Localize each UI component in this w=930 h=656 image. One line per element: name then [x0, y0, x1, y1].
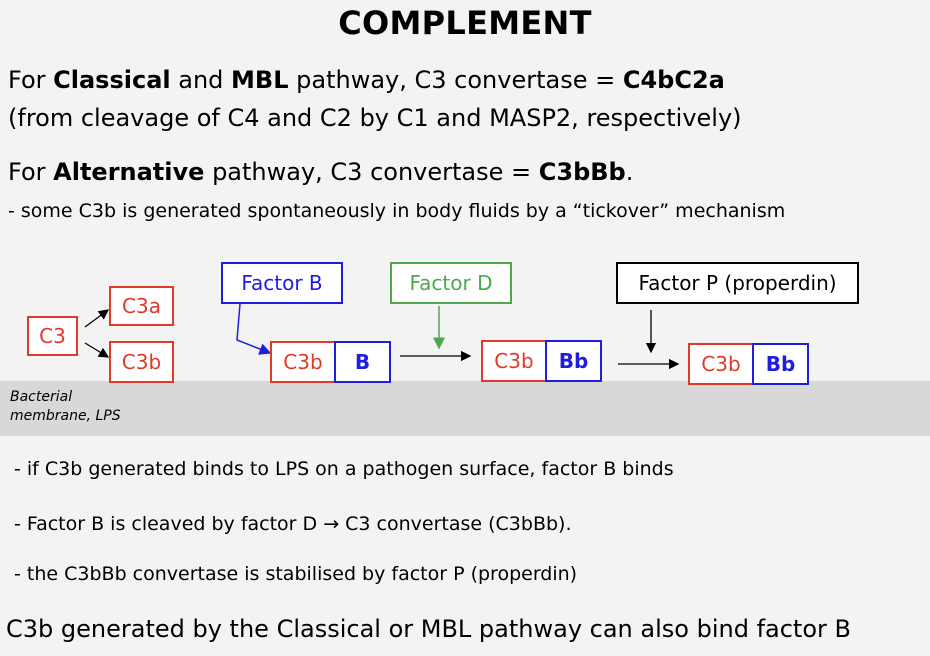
c3-to-c3a-arrow [84, 309, 110, 328]
footer-note: C3b generated by the Classical or MBL pa… [6, 615, 851, 643]
point-lps-binding: - if C3b generated binds to LPS on a pat… [14, 458, 674, 480]
complex3-c3b: C3b [688, 343, 754, 385]
point-factor-d-cleavage: - Factor B is cleaved by factor D → C3 c… [14, 513, 572, 535]
point-properdin: - the C3bBb convertase is stabilised by … [14, 563, 578, 585]
c3a-box: C3a [109, 286, 174, 326]
c3-to-c3b-arrow [84, 342, 110, 358]
bacterial-membrane-band [0, 381, 930, 436]
factor-d-box: Factor D [390, 262, 512, 304]
complex3-bb: Bb [752, 343, 809, 385]
classical-line: For Classical and MBL pathway, C3 conver… [8, 66, 725, 94]
complex1-factor-b: B [334, 341, 391, 383]
complex2-bb: Bb [545, 340, 602, 382]
factor-b-box: Factor B [221, 262, 343, 304]
c3b-box: C3b [109, 341, 174, 383]
slide-title: COMPLEMENT [338, 4, 592, 42]
factor-p-box: Factor P (properdin) [616, 262, 859, 304]
complex2-c3b: C3b [481, 340, 547, 382]
complex1-c3b: C3b [270, 341, 336, 383]
tickover-note: - some C3b is generated spontaneously in… [8, 200, 786, 222]
factor-b-binding-arrow [236, 303, 272, 355]
alternative-line: For Alternative pathway, C3 convertase =… [8, 158, 634, 186]
c3-box: C3 [27, 316, 78, 356]
classical-detail: (from cleavage of C4 and C2 by C1 and MA… [8, 104, 742, 132]
